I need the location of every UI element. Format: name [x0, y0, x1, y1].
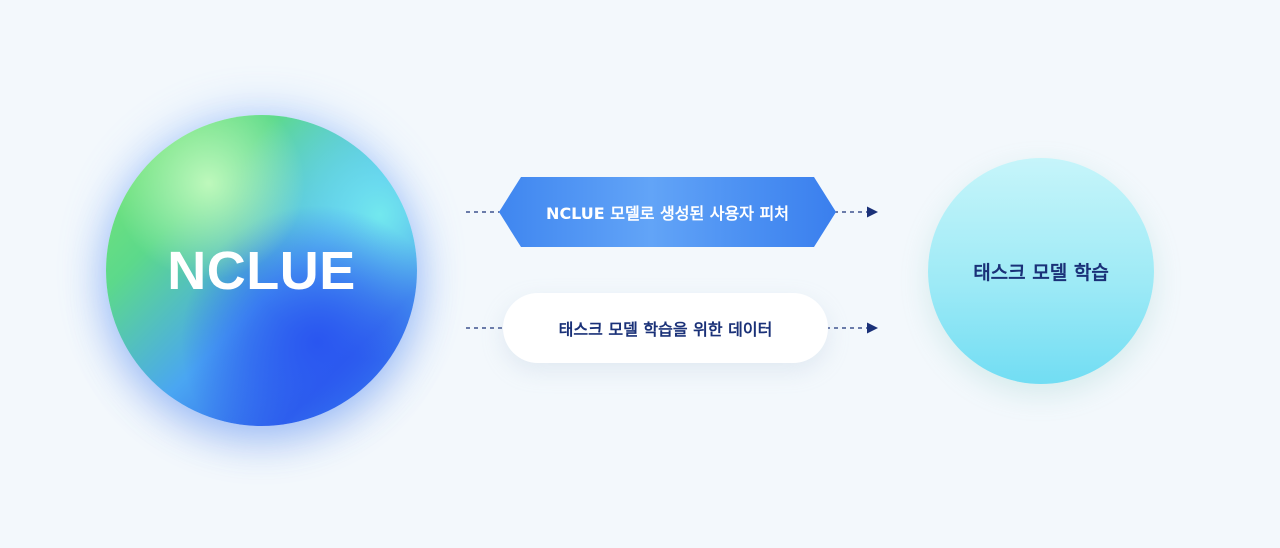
flow-label-user-features-text: NCLUE 모델로 생성된 사용자 피처	[546, 204, 789, 223]
task-model-node-label: 태스크 모델 학습	[973, 261, 1109, 284]
flow-label-training-data: 태스크 모델 학습을 위한 데이터	[503, 293, 828, 363]
nclue-node: NCLUE	[106, 115, 417, 426]
flow-label-training-data-text: 태스크 모델 학습을 위한 데이터	[558, 320, 773, 339]
nclue-node-label: NCLUE	[167, 240, 356, 301]
task-model-node: 태스크 모델 학습	[928, 158, 1154, 384]
flow-label-user-features: NCLUE 모델로 생성된 사용자 피처	[499, 177, 836, 247]
